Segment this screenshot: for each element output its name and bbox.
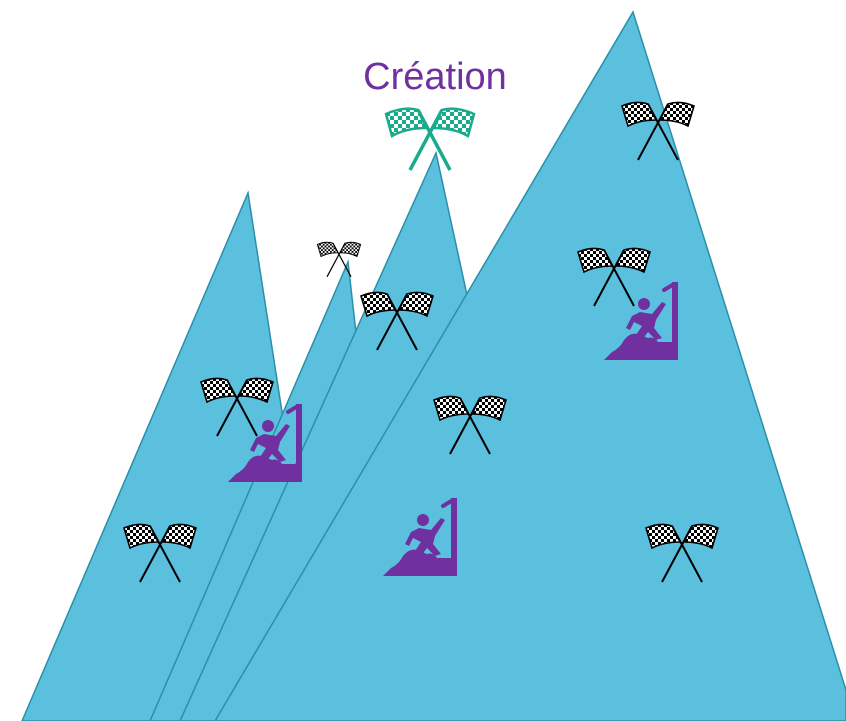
summit-flags-icon [384,106,476,172]
checkered-flags-icon [316,241,362,278]
title-creation: Création [363,56,507,98]
mountain-peak-right [214,10,846,721]
